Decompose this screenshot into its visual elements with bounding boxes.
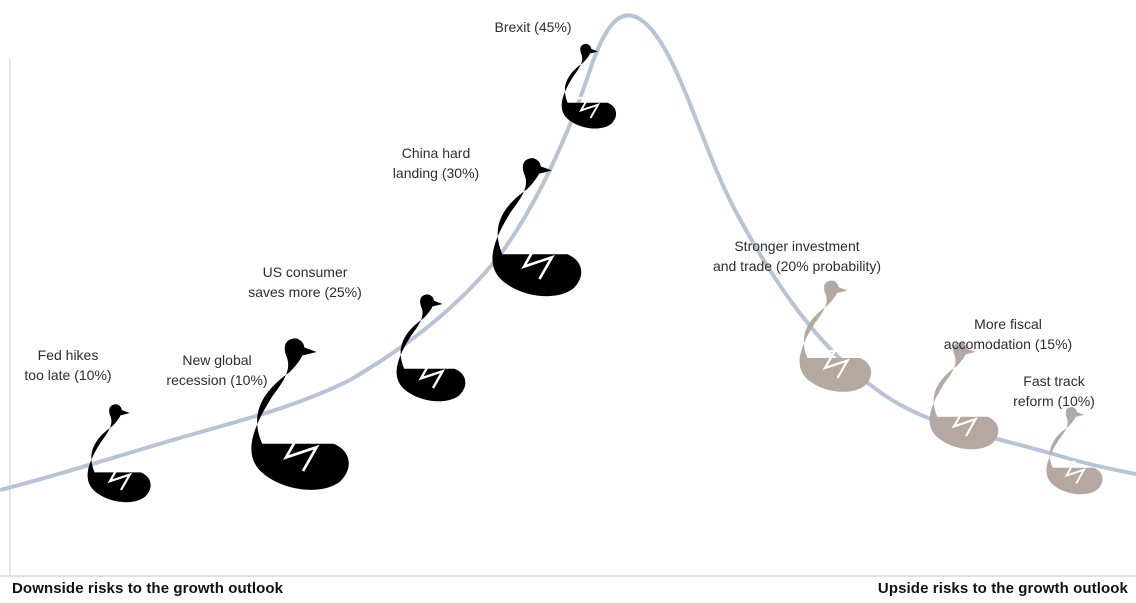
risk-label-china: China hard landing (30%) <box>392 145 480 181</box>
footer-downside-risks: Downside risks to the growth outlook <box>12 580 284 597</box>
risk-label-fast-track-reform: Fast track reform (10%) <box>1013 373 1095 409</box>
risk-label-brexit: Brexit (45%) <box>494 19 572 35</box>
risk-label-new-global-recession: New global recession (10%) <box>166 352 268 388</box>
risk-label-more-fiscal: More fiscal accomodation (15%) <box>943 316 1073 352</box>
risk-label-stronger-investment: Stronger investment and trade (20% proba… <box>712 238 882 274</box>
new-global-recession-swan <box>251 338 349 490</box>
risk-label-us-consumer: US consumer saves more (25%) <box>248 264 362 300</box>
china-hard-landing-swan <box>492 158 582 297</box>
more-fiscal-swan <box>929 342 999 450</box>
brexit-swan <box>561 43 617 129</box>
fast-track-reform-swan <box>1046 406 1103 495</box>
fed-hikes-swan <box>87 404 151 503</box>
footer-upside-risks: Upside risks to the growth outlook <box>877 580 1128 597</box>
risk-label-fed-hikes: Fed hikes too late (10%) <box>24 347 112 383</box>
stronger-investment-swan <box>799 280 872 392</box>
us-consumer-swan <box>396 294 466 402</box>
